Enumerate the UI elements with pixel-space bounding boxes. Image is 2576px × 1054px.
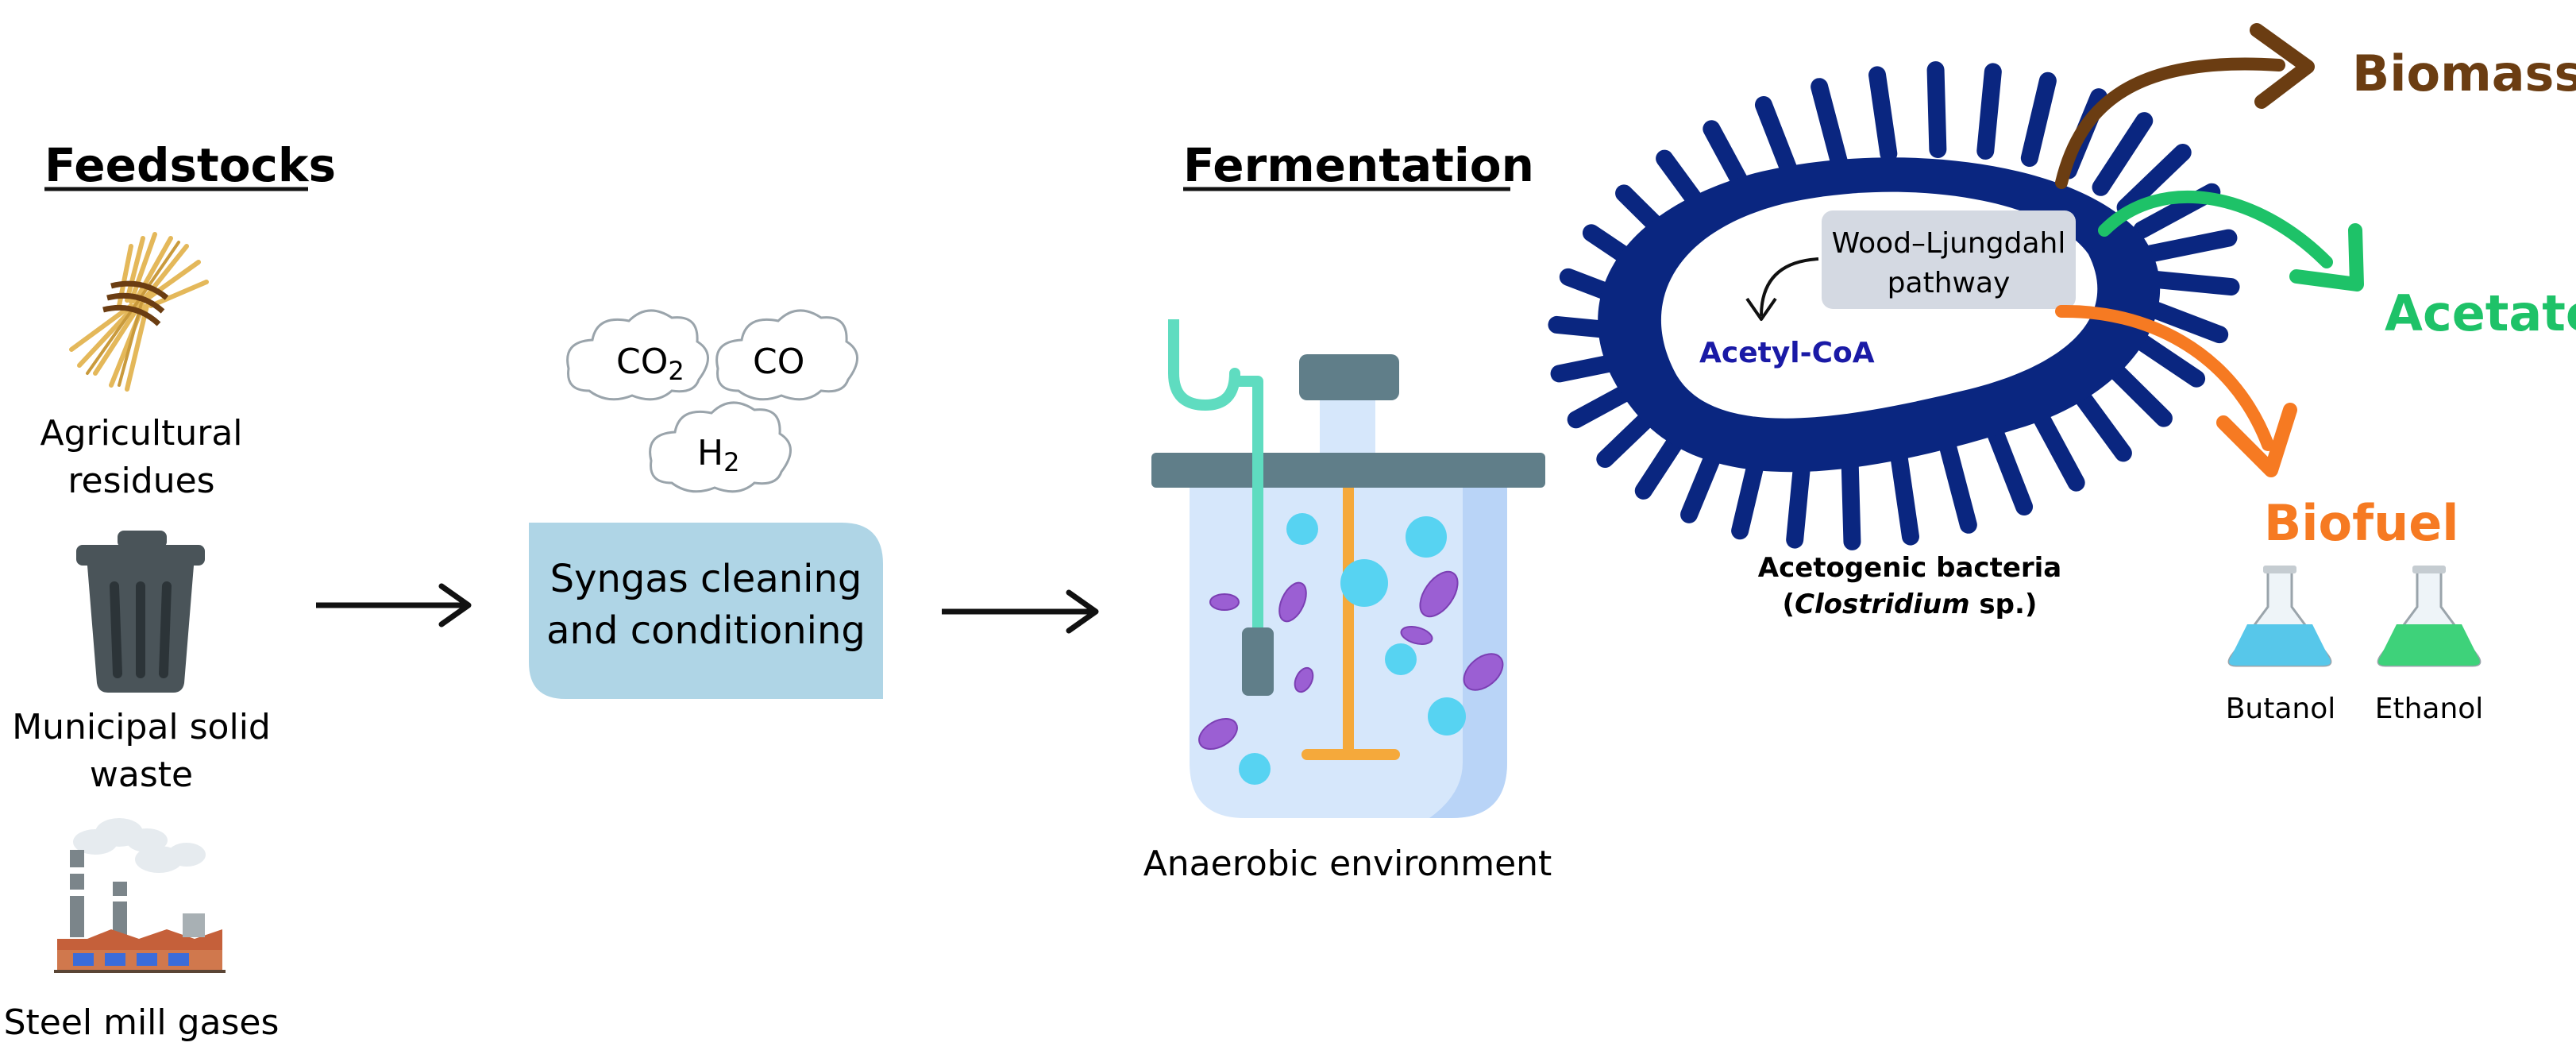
pathway-line2: pathway: [1888, 267, 2011, 299]
flagellum: [1811, 78, 1849, 172]
co2-cloud: [566, 309, 709, 401]
arrow-syngas-to-reactor: [942, 589, 1099, 634]
pathway-box: [1822, 210, 2076, 309]
flagellum: [1890, 449, 1919, 546]
butanol-flask-icon: [2227, 566, 2332, 667]
arrow-feedstock-to-syngas: [316, 583, 472, 627]
wheat-bundle-icon: [69, 232, 209, 392]
butanol-label: Butanol: [2226, 693, 2336, 725]
fermentation-heading: Fermentation: [1183, 138, 1534, 192]
flagellum: [2142, 229, 2238, 263]
flagellum: [2142, 270, 2240, 296]
flagellum: [1976, 63, 2002, 160]
municipal-label-line2: waste: [90, 755, 193, 795]
curved-arrow-icon: [1745, 257, 1819, 321]
arrow-biofuel: [2055, 304, 2297, 477]
flagellum: [2020, 71, 2057, 168]
flagellum: [1868, 66, 1898, 163]
bacteria-caption-line1: Acetogenic bacteria: [1758, 552, 2062, 584]
acetyl-coa-label: Acetyl-CoA: [1699, 337, 1875, 369]
co-cloud: [715, 309, 858, 401]
co2-label: CO2: [616, 342, 684, 386]
flagellum: [1986, 423, 2034, 516]
agricultural-label-line2: residues: [67, 461, 214, 501]
reactor-caption: Anaerobic environment: [1143, 844, 1552, 884]
co-label: CO: [753, 342, 804, 382]
h2-cloud: [649, 401, 792, 493]
arrow-biomass: [2055, 23, 2315, 189]
flagellum: [1786, 452, 1811, 549]
syngas-box-line2: and conditioning: [546, 608, 866, 653]
syngas-box: [529, 523, 883, 699]
steel-label: Steel mill gases: [4, 1002, 280, 1043]
pathway-line1: Wood–Ljungdahl: [1832, 227, 2066, 260]
flagellum: [2092, 112, 2154, 196]
syngas-box-line1: Syngas cleaning: [550, 557, 862, 601]
flagellum: [1939, 439, 1977, 534]
arrow-acetate: [2098, 190, 2364, 291]
acetate-label: Acetate: [2385, 284, 2576, 342]
ethanol-label: Ethanol: [2375, 693, 2484, 725]
biomass-label: Biomass: [2352, 44, 2576, 102]
flagellum: [2116, 143, 2192, 217]
municipal-label-line1: Municipal solid: [12, 707, 271, 747]
bioreactor-icon: [1151, 319, 1545, 818]
ethanol-flask-icon: [2377, 566, 2482, 667]
trash-can-icon: [76, 531, 205, 693]
feedstocks-heading: Feedstocks: [44, 138, 336, 192]
factory-icon: [54, 818, 226, 973]
flagellum: [2030, 403, 2085, 492]
flagellum: [1926, 61, 1947, 159]
biofuel-label: Biofuel: [2264, 494, 2459, 552]
agricultural-label-line1: Agricultural: [40, 413, 242, 454]
bacteria-caption-line2: (Clostridium sp.): [1783, 589, 2038, 620]
flagellum: [1841, 453, 1861, 550]
flagellum: [2136, 297, 2229, 344]
h2-label: H2: [697, 433, 739, 477]
